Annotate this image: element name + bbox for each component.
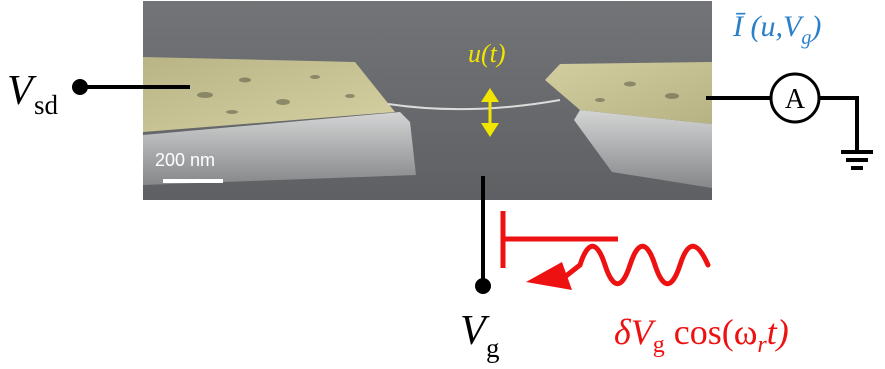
electrode-speckles [197, 75, 679, 114]
sem-image: 200 nm [143, 1, 712, 200]
rf-subscript-g: g [653, 332, 665, 358]
rf-subscript-r: r [757, 332, 767, 358]
ammeter-label: A [785, 84, 806, 115]
displacement-label: u(t) [468, 39, 506, 68]
arrow-down-icon [481, 123, 499, 137]
rf-cos: cos(ω [665, 312, 758, 352]
right-electrode [545, 62, 712, 124]
rf-drive-label: δVg cos(ωrt) [614, 312, 789, 358]
current-prefix: Ī (u,V [732, 10, 805, 43]
vg-subscript: g [486, 333, 500, 363]
scale-bar [163, 179, 223, 183]
left-electrode [143, 57, 395, 132]
current-subscript: g [801, 27, 811, 49]
vsd-symbol: V [7, 68, 37, 114]
gate-lead: V g [460, 176, 500, 363]
left-electrode-side [143, 112, 416, 185]
gate-terminal [475, 278, 491, 294]
scale-bar-label: 200 nm [155, 150, 215, 170]
ground-icon [841, 150, 873, 170]
current-suffix: ) [809, 10, 821, 43]
rf-tail: t) [767, 312, 789, 352]
wavy-arrow-icon [526, 243, 711, 290]
vg-symbol: V [460, 308, 490, 354]
rf-drive: δVg cos(ωrt) [500, 211, 789, 358]
drain-circuit: A [706, 72, 873, 170]
source-drain-lead: V sd [7, 68, 190, 120]
nanowire [387, 99, 561, 111]
vsd-subscript: sd [34, 90, 59, 120]
current-label: Ī (u,Vg) [732, 10, 821, 49]
displacement-indicator: u(t) [468, 39, 506, 137]
svg-text:Ī (u,Vg): Ī (u,Vg) [732, 10, 821, 49]
capacitor-plate-icon [500, 211, 618, 268]
arrow-up-icon [481, 88, 499, 102]
rf-delta-v: δV [614, 312, 657, 352]
right-electrode-side [574, 110, 712, 188]
